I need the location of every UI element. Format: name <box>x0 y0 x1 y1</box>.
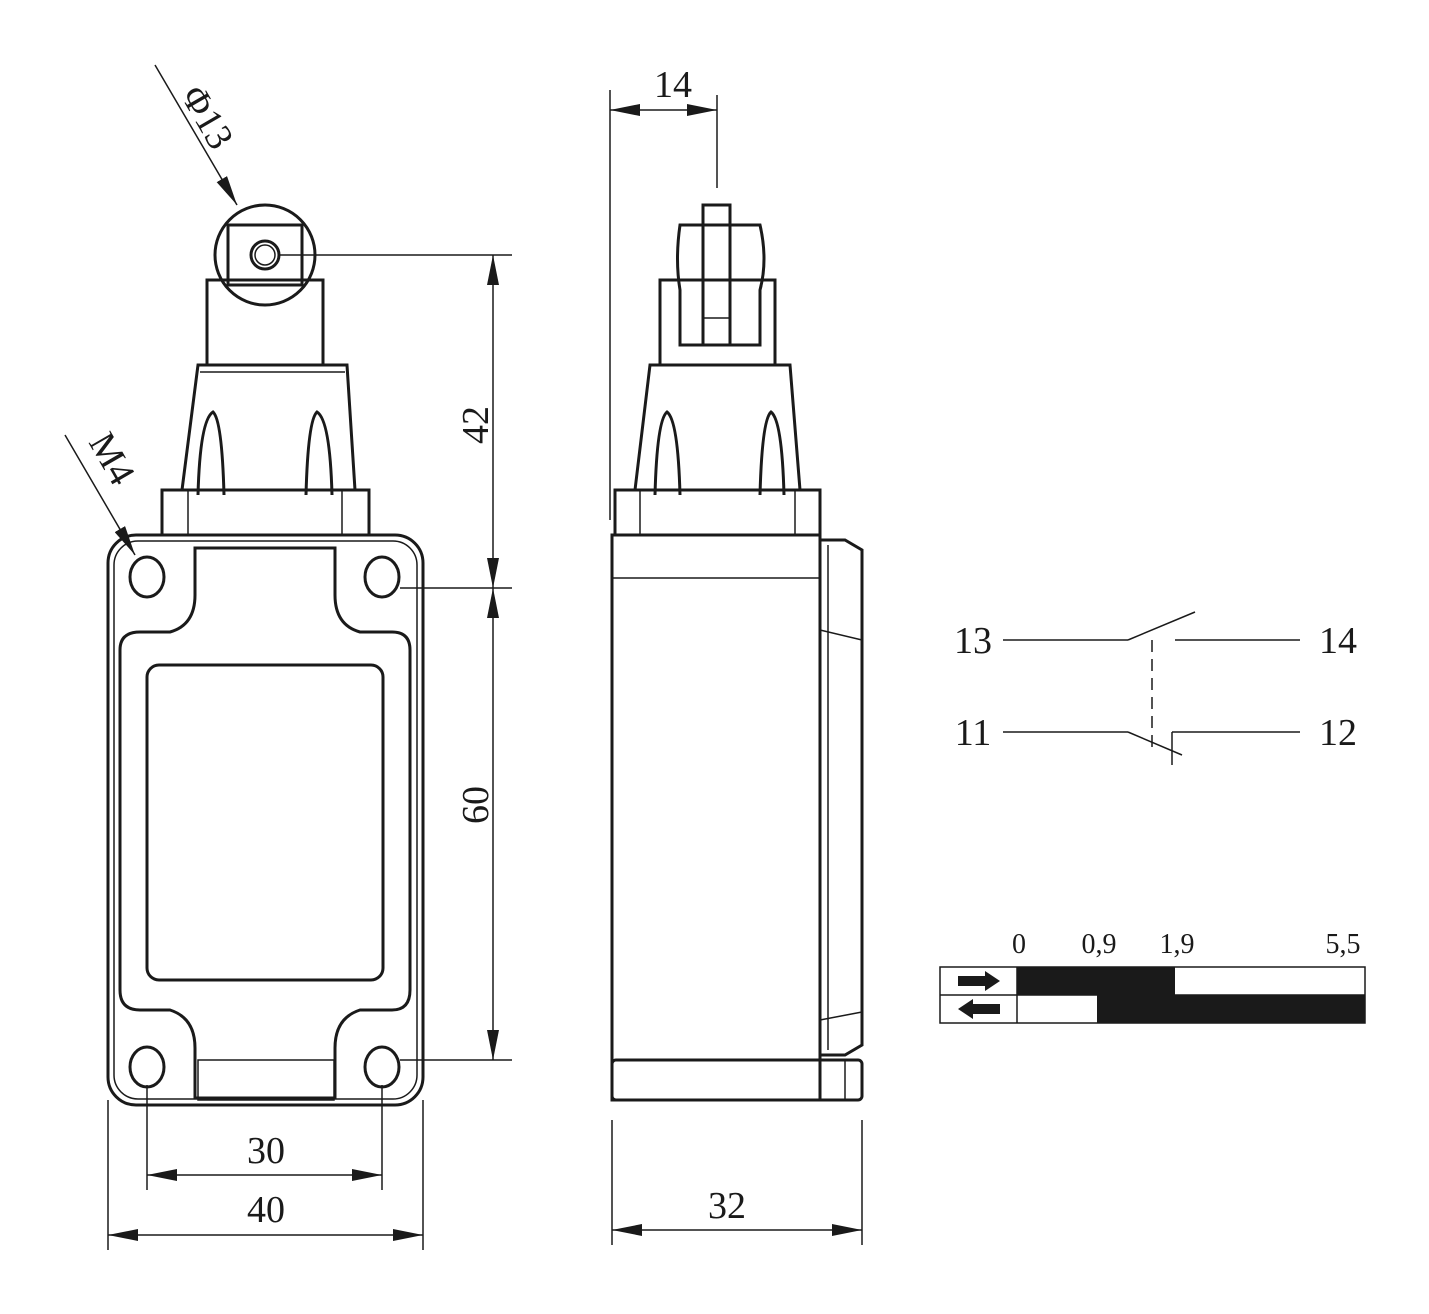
switch-body <box>106 533 425 1107</box>
plunger-cylinder-side <box>658 278 777 367</box>
forward-closed-bar <box>1017 967 1175 995</box>
travel-label-3: 5,5 <box>1326 929 1361 960</box>
label-window <box>145 663 385 982</box>
mount-hole <box>128 555 166 599</box>
travel-label-1: 0,9 <box>1082 929 1117 960</box>
dim-mount-thread: M4 <box>80 426 143 493</box>
dim-hole-spacing-horizontal: 30 <box>247 1130 285 1172</box>
dim-head-height: 42 <box>455 406 497 444</box>
mount-hole <box>363 1045 401 1089</box>
dim-body-width: 40 <box>247 1189 285 1231</box>
dim-body-depth: 32 <box>708 1185 746 1227</box>
travel-label-0: 0 <box>1012 929 1026 960</box>
terminal-13: 13 <box>954 620 992 662</box>
terminal-14: 14 <box>1319 620 1357 662</box>
plunger-cylinder <box>205 278 325 367</box>
mount-hole <box>363 555 401 599</box>
travel-label-2: 1,9 <box>1160 929 1195 960</box>
arrow-right-icon <box>958 971 1000 991</box>
head-taper <box>180 363 357 492</box>
arrow-left-icon <box>958 999 1000 1019</box>
base-plate <box>610 1058 864 1102</box>
front-cover <box>820 538 864 1057</box>
inner-frame <box>118 546 412 1100</box>
head-base <box>160 488 371 537</box>
dim-roller-diameter: Φ13 <box>172 79 241 157</box>
travel-diagram: 0 0,9 1,9 5,5 <box>939 929 1366 1024</box>
contact-symbol: 13 14 11 12 <box>954 611 1357 765</box>
mount-hole <box>128 1045 166 1089</box>
dim-plunger-offset: 14 <box>654 64 692 106</box>
side-dimensions: 14 32 <box>609 64 863 1245</box>
front-view <box>106 203 425 1107</box>
plunger <box>701 203 732 347</box>
terminal-12: 12 <box>1319 712 1357 754</box>
switch-body-side <box>610 533 822 1102</box>
return-closed-bar <box>1097 995 1365 1023</box>
dim-hole-spacing-vertical: 60 <box>455 786 497 824</box>
side-view <box>610 203 864 1102</box>
roller-axle <box>249 239 281 271</box>
terminal-11: 11 <box>955 712 992 754</box>
